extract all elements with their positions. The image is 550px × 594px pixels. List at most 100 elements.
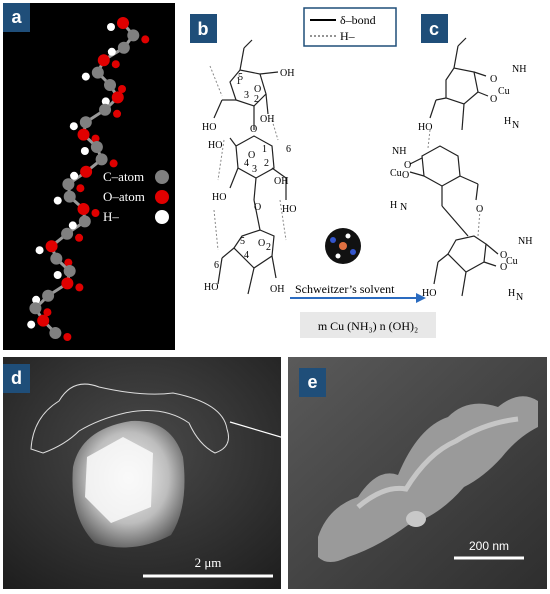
molecule-atom <box>109 159 118 168</box>
sem-zoom-micrograph: 200 nm <box>288 357 547 589</box>
svg-text:Cu: Cu <box>506 256 518 267</box>
svg-text:N: N <box>400 202 407 213</box>
molecule-atom <box>111 91 124 104</box>
svg-text:2: 2 <box>264 158 269 169</box>
fiber-highlight <box>356 416 519 509</box>
svg-text:NH: NH <box>518 236 532 247</box>
svg-text:5: 5 <box>240 236 245 247</box>
molecule-atom <box>63 333 72 341</box>
molecule-atom <box>91 66 104 79</box>
legend-o-atom-icon <box>155 190 169 204</box>
molecule-atom <box>70 171 79 180</box>
svg-text:H: H <box>508 288 515 299</box>
molecule-atom <box>104 79 117 91</box>
panel-c-label: c <box>429 19 439 39</box>
molecule-atom <box>75 233 84 242</box>
svg-text:O: O <box>402 170 409 181</box>
svg-text:Cu: Cu <box>498 86 510 97</box>
molecule-atom <box>118 85 127 93</box>
svg-text:O: O <box>404 160 411 171</box>
molecule-atom <box>50 252 63 265</box>
svg-text:O: O <box>254 84 261 95</box>
molecule-atom <box>62 178 75 191</box>
molecule-atom <box>81 72 90 81</box>
molecule-atom <box>69 122 78 131</box>
svg-text:O: O <box>490 94 497 105</box>
molecule-atom <box>61 277 74 290</box>
molecule-atom <box>49 327 62 339</box>
h-bond-text: H– <box>340 29 356 43</box>
legend-c-atom-icon <box>155 170 169 184</box>
molecule-atom <box>80 147 89 155</box>
fiber-structure <box>318 396 538 562</box>
svg-text:O: O <box>248 150 255 161</box>
molecule-atom <box>91 134 100 143</box>
molecule-atom <box>53 196 62 205</box>
reaction-arrow-head-icon <box>416 293 426 303</box>
legend-h-atom-icon <box>155 210 169 224</box>
svg-text:HO: HO <box>418 122 432 133</box>
svg-text:Cu: Cu <box>390 168 402 179</box>
molecule-atom <box>68 221 77 230</box>
structure-b-hbonds <box>209 65 287 251</box>
svg-text:2: 2 <box>254 94 259 105</box>
svg-text:6: 6 <box>214 260 219 271</box>
panel-e-sem-image: 200 nm e <box>288 357 547 589</box>
svg-text:O: O <box>254 202 261 213</box>
molecule-atom <box>27 320 36 329</box>
svg-text:O: O <box>490 74 497 85</box>
molecule-atom <box>61 227 74 240</box>
svg-text:6: 6 <box>286 144 291 155</box>
svg-text:O: O <box>500 250 507 261</box>
svg-text:HO: HO <box>282 204 296 215</box>
molecule-atom <box>42 289 55 302</box>
crystal-facet <box>85 437 153 523</box>
molecule-atom <box>113 109 122 118</box>
molecule-atom <box>37 314 50 327</box>
svg-text:OH: OH <box>270 284 284 295</box>
svg-text:3: 3 <box>252 164 257 175</box>
structure-c-chain <box>409 37 499 297</box>
molecule-atom <box>95 153 108 166</box>
svg-text:2: 2 <box>266 242 271 253</box>
svg-text:HO: HO <box>208 140 222 151</box>
svg-text:4: 4 <box>244 158 249 169</box>
svg-text:HO: HO <box>204 282 218 293</box>
molecule-atom <box>63 265 76 277</box>
molecule-atom <box>35 246 44 255</box>
molecule-atom <box>91 209 100 217</box>
sem-crystal-micrograph: 2 μm <box>3 357 281 589</box>
legend-h-text: H– <box>103 209 119 224</box>
molecule-atom <box>99 103 112 116</box>
panel-d-sem-image: 2 μm d <box>3 357 281 589</box>
svg-text:NH: NH <box>392 146 406 157</box>
molecule-atom <box>90 141 103 153</box>
molecule-atom <box>75 283 84 292</box>
panel-b-label-box <box>190 14 217 43</box>
svg-text:4: 4 <box>244 250 249 261</box>
panel-b-label: b <box>198 19 209 39</box>
structure-b-chain <box>213 39 287 295</box>
molecule-atom <box>117 41 130 54</box>
svg-text:H: H <box>390 200 397 211</box>
molecule-atom <box>80 165 93 178</box>
svg-text:HO: HO <box>422 288 436 299</box>
svg-text:HO: HO <box>202 122 216 133</box>
svg-text:H: H <box>504 116 511 127</box>
molecule-atom <box>107 23 115 31</box>
panel-a-molecular-model: a C–atom O–atom H– <box>3 3 175 350</box>
scale-label-d: 2 μm <box>195 555 222 570</box>
svg-text:O: O <box>476 204 483 215</box>
svg-text:OH: OH <box>280 68 294 79</box>
molecule-atom <box>76 184 85 193</box>
particle-blob <box>406 511 426 527</box>
svg-text:O: O <box>500 262 507 273</box>
molecule-atom <box>127 29 140 42</box>
molecule-atom <box>64 258 73 267</box>
atom-legend: C–atom O–atom H– <box>103 169 169 224</box>
svg-text:5: 5 <box>238 72 243 83</box>
copper-center-icon <box>339 242 347 250</box>
